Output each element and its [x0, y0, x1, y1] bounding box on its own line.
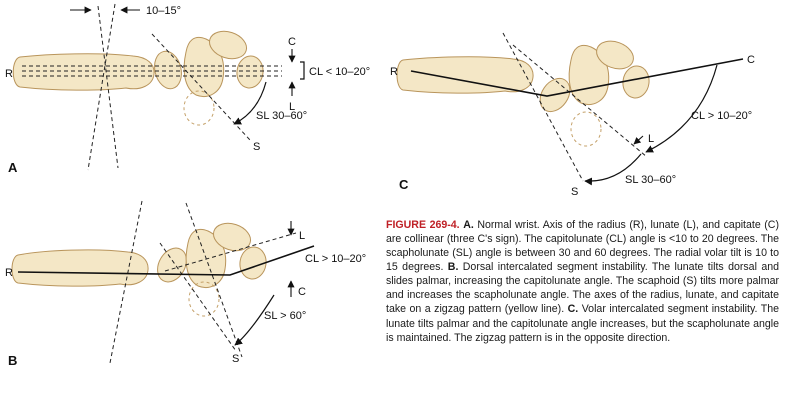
- scaphoid-label: S: [253, 141, 260, 153]
- lunate-axis-line: [164, 232, 297, 272]
- cl-angle-label: CL > 10–20°: [691, 110, 752, 122]
- radial-tilt-label: 10–15°: [146, 5, 181, 17]
- panel-letter: A: [8, 160, 18, 175]
- caption-segment: Volar intercalated segment instability. …: [386, 303, 779, 344]
- radius-label: R: [5, 68, 13, 80]
- zigzag-axis-line: [410, 58, 744, 97]
- caption-segment: C.: [567, 303, 579, 316]
- lunate-pointer-arrow-icon: [633, 135, 644, 145]
- panel-c-diagram: R C L CL > 10–20° SL 30–60° S C: [390, 32, 755, 198]
- carpal-bone: [212, 222, 252, 252]
- radial-tilt-line: [87, 3, 116, 171]
- capitate-bone: [183, 36, 225, 97]
- panel-letter: C: [399, 177, 409, 192]
- sl-angle-arc: [584, 153, 642, 186]
- lunate-bone: [154, 50, 182, 90]
- carpal-bone: [208, 30, 248, 60]
- radius-label: R: [5, 267, 13, 279]
- caption-segment: Normal wrist. Axis of the radius (R), lu…: [386, 219, 779, 274]
- capitate-axis-line: [185, 202, 243, 358]
- figure-label: FIGURE 269-4.: [386, 219, 460, 231]
- sl-angle-label: SL > 60°: [264, 310, 306, 322]
- scaphoid-label: S: [571, 186, 578, 198]
- sl-angle-label: SL 30–60°: [256, 110, 307, 122]
- capitate-label: C: [298, 286, 306, 298]
- cl-bracket: [300, 61, 305, 80]
- lunate-axis-line: [512, 44, 648, 158]
- sl-angle-label: SL 30–60°: [625, 174, 676, 186]
- cl-angle-label: CL > 10–20°: [305, 253, 366, 265]
- radius-bone: [11, 249, 149, 287]
- zigzag-axis-line: [17, 245, 315, 276]
- panel-a-diagram: R 10–15° C L CL < 10–20° SL 30–60° S A: [5, 3, 370, 175]
- scaphoid-axis-line: [159, 242, 237, 352]
- radial-tilt-line: [97, 5, 119, 169]
- panel-letter: B: [8, 353, 17, 368]
- panel-b-diagram: R L C CL > 10–20° SL > 60° S B: [5, 200, 366, 368]
- capitate-label: C: [747, 54, 755, 66]
- caption-segment: Dorsal intercalated segment instability.…: [386, 261, 779, 316]
- radius-bone: [12, 53, 155, 91]
- carpal-bone: [239, 246, 267, 280]
- lunate-label: L: [648, 133, 654, 145]
- cl-angle-arc: [645, 64, 718, 153]
- caption-segment: A.: [463, 219, 474, 231]
- capitate-label: C: [288, 36, 296, 48]
- sl-angle-arc: [233, 81, 267, 125]
- caption-segment: B.: [447, 261, 459, 274]
- lunate-label: L: [299, 230, 305, 242]
- figure-caption: FIGURE 269-4. A. Normal wrist. Axis of t…: [386, 218, 779, 345]
- lunate-label: L: [289, 101, 295, 113]
- scaphoid-outline: [188, 281, 220, 317]
- radius-bone: [396, 56, 534, 94]
- radius-label: R: [390, 66, 398, 78]
- sl-angle-arc: [234, 294, 275, 346]
- scaphoid-label: S: [232, 353, 239, 365]
- cl-angle-label: CL < 10–20°: [309, 66, 370, 78]
- carpal-bone: [236, 55, 264, 89]
- scaphoid-outline: [183, 90, 215, 126]
- scaphoid-outline: [570, 111, 602, 147]
- carpal-bone: [622, 65, 650, 99]
- scaphoid-axis-line: [502, 32, 584, 182]
- carpal-bone: [596, 40, 634, 70]
